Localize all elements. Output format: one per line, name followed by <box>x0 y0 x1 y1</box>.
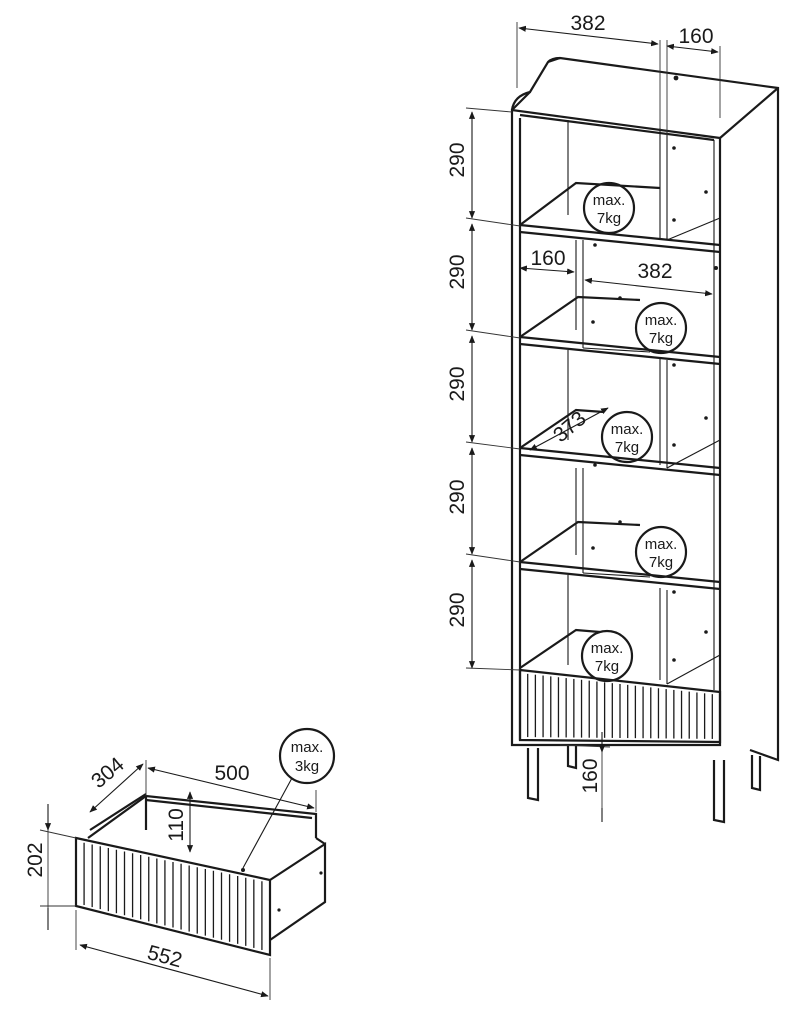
cabinet-body <box>510 56 780 762</box>
svg-text:max.: max. <box>645 312 678 329</box>
load-label-shelf-5: max. 7kg <box>580 629 634 683</box>
svg-text:7kg: 7kg <box>615 439 639 456</box>
svg-text:160: 160 <box>678 25 713 48</box>
cabinet: max. 7kg max. 7kg max. 7kg max. 7kg max.… <box>446 12 780 824</box>
svg-text:max.: max. <box>291 739 324 756</box>
load-label-shelf-1: max. 7kg <box>582 181 636 235</box>
svg-text:7kg: 7kg <box>595 658 619 675</box>
drawer: max. 3kg 304 500 110 202 <box>24 727 336 1000</box>
svg-text:7kg: 7kg <box>597 210 621 227</box>
dim-drawer-inner-height: 110 <box>165 791 194 853</box>
drawer-holes <box>241 868 323 912</box>
svg-text:202: 202 <box>24 842 47 877</box>
svg-text:max.: max. <box>591 640 624 657</box>
dim-drawer-height: 160 <box>559 732 611 822</box>
svg-text:373: 373 <box>549 407 591 447</box>
svg-text:290: 290 <box>446 592 469 627</box>
svg-text:3kg: 3kg <box>295 758 319 775</box>
load-label-shelf-3: max. 7kg <box>600 410 654 464</box>
svg-text:290: 290 <box>446 479 469 514</box>
svg-text:max.: max. <box>593 192 626 209</box>
cabinet-drawer-front <box>518 668 722 744</box>
svg-text:110: 110 <box>165 808 188 841</box>
dim-shelf-heights: 290 290 290 290 290 <box>446 107 521 671</box>
svg-text:290: 290 <box>446 254 469 289</box>
dim-shelf-depth: 373 <box>529 407 609 451</box>
load-label-shelf-2: max. 7kg <box>634 301 688 355</box>
dim-top-depth: 160 <box>666 25 721 135</box>
svg-text:max.: max. <box>645 536 678 553</box>
dim-inner-width: 382 <box>584 260 713 297</box>
svg-text:7kg: 7kg <box>649 554 673 571</box>
svg-text:160: 160 <box>530 247 565 270</box>
dim-inner-depth: 160 <box>519 247 575 275</box>
load-label-shelf-4: max. 7kg <box>634 525 688 579</box>
dim-drawer-width: 500 <box>147 762 317 812</box>
svg-text:290: 290 <box>446 142 469 177</box>
dim-top-width: 382 <box>516 12 661 130</box>
svg-text:382: 382 <box>570 12 605 35</box>
svg-text:160: 160 <box>579 758 602 793</box>
cabinet-shelves <box>519 181 721 669</box>
svg-text:max.: max. <box>611 421 644 438</box>
svg-text:500: 500 <box>214 762 249 785</box>
cabinet-legs <box>526 745 762 824</box>
svg-text:552: 552 <box>145 941 185 972</box>
dim-drawer-front-height: 202 <box>24 804 77 930</box>
svg-text:7kg: 7kg <box>649 330 673 347</box>
svg-text:304: 304 <box>87 753 129 793</box>
svg-text:382: 382 <box>637 260 672 283</box>
drawer-front <box>74 836 272 957</box>
svg-text:290: 290 <box>446 366 469 401</box>
cabinet-dividers <box>567 120 721 690</box>
screw-holes <box>591 75 718 662</box>
